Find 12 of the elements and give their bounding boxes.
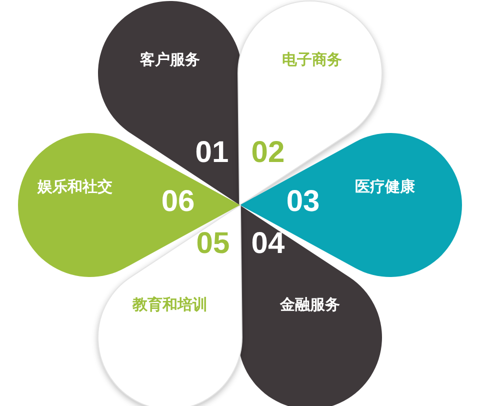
petal-label: 金融服务 — [280, 298, 340, 312]
step-number: 04 — [251, 229, 285, 259]
step-number: 01 — [195, 138, 229, 168]
petal-label: 医疗健康 — [355, 180, 415, 194]
petal-label: 娱乐和社交 — [38, 180, 112, 194]
petal-label: 电子商务 — [282, 52, 342, 68]
step-number: 03 — [286, 187, 320, 217]
step-number: 02 — [251, 138, 285, 168]
step-number: 06 — [161, 187, 195, 217]
petal-label: 教育和培训 — [132, 298, 208, 312]
step-number: 05 — [196, 229, 230, 259]
petal-label: 客户服务 — [140, 52, 200, 68]
